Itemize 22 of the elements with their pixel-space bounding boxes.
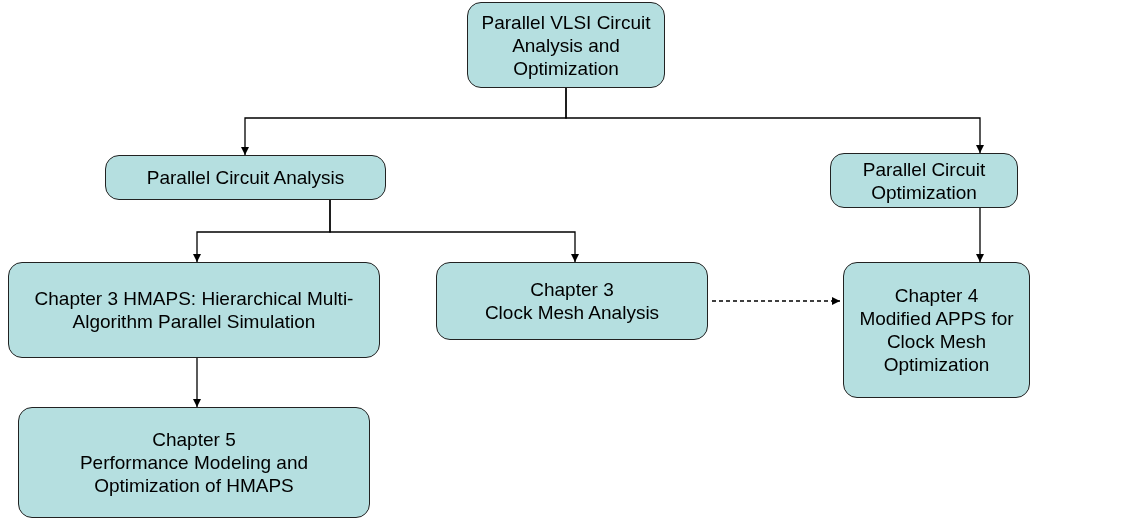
box-text: Chapter 5 xyxy=(152,428,236,451)
process-box xyxy=(830,153,1018,208)
box-text: Chapter 3 xyxy=(530,278,614,301)
process-box xyxy=(18,407,370,518)
box-text: Modified APPS for Clock Mesh Optimization xyxy=(858,307,1015,376)
arrow xyxy=(976,207,984,263)
process-box xyxy=(105,155,386,200)
arrow xyxy=(329,199,579,263)
process-box xyxy=(467,2,665,88)
box-text: Parallel VLSI Circuit Analysis and Optimization xyxy=(480,10,652,80)
box-text: Clock Mesh Analysis xyxy=(484,301,660,324)
process-box xyxy=(436,262,708,340)
arrow xyxy=(565,87,984,154)
process-box xyxy=(8,262,380,358)
box-text: Performance Modeling and Optimization of HMAPS xyxy=(78,451,310,497)
box-text: Parallel Circuit Optimization xyxy=(861,157,987,204)
box-text: Parallel Circuit Analysis xyxy=(146,166,345,189)
process-box xyxy=(843,262,1030,398)
box-text: Chapter 3 HMAPS: Hierarchical Multi-Algorithm Parallel Simulation xyxy=(33,287,355,333)
arrow xyxy=(193,357,201,408)
dashed-arrow xyxy=(711,297,841,305)
box-text: Chapter 4 xyxy=(894,284,979,307)
